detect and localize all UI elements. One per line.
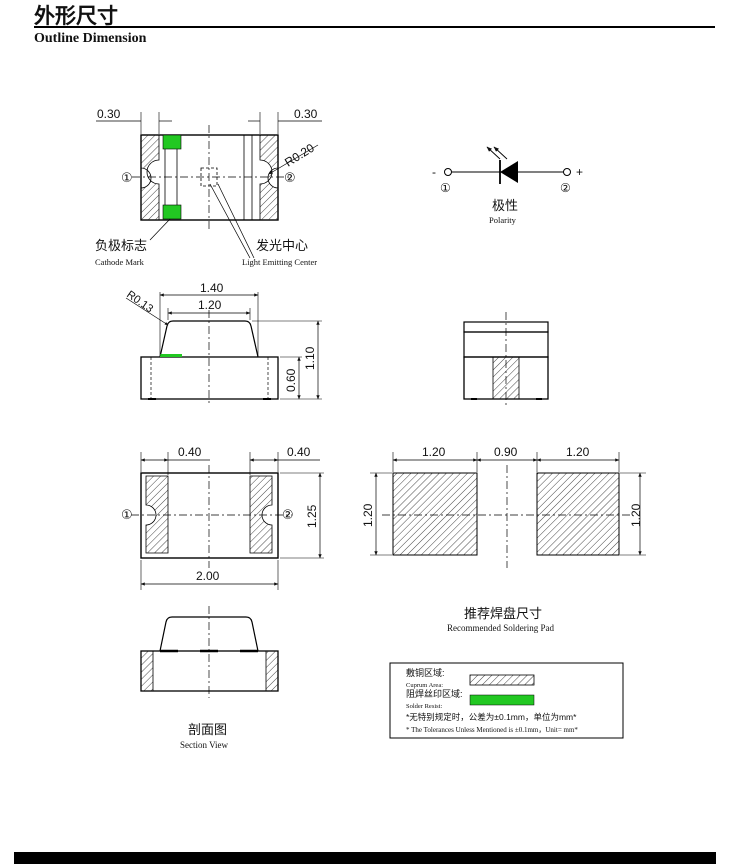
header-rule — [34, 26, 715, 28]
legend-cuprum-cn: 敷铜区域: — [406, 667, 445, 678]
center-label-en: Light Emitting Center — [242, 257, 317, 267]
bottom-dim-height: 1.25 — [305, 504, 319, 528]
legend-box — [389, 662, 624, 739]
bottom-pin1: ① — [121, 507, 133, 522]
bottom-dim-width: 2.00 — [196, 569, 220, 583]
pad-dim-right: 1.20 — [566, 445, 590, 459]
legend-note-en: * The Tolerances Unless Mentioned is ±0.… — [406, 726, 578, 734]
polarity-label-en: Polarity — [489, 215, 517, 225]
pad-label-en: Recommended Soldering Pad — [447, 623, 554, 633]
section-label-en: Section View — [180, 740, 229, 750]
polarity-symbol — [444, 146, 571, 184]
side-dim-base: 0.60 — [284, 368, 298, 392]
pad-dim-gap: 0.90 — [494, 445, 518, 459]
side-radius-label: R0.13 — [124, 289, 155, 316]
side-view — [125, 292, 322, 406]
top-radius-label: R0.20 — [282, 141, 317, 170]
title-cn: 外形尺寸 — [34, 4, 118, 28]
side-dim-inner: 1.20 — [198, 298, 222, 312]
soldering-pad-drawing — [370, 452, 646, 568]
polarity-pin2: ② — [560, 181, 571, 195]
top-view — [96, 112, 322, 259]
pad-dim-h-right: 1.20 — [629, 503, 643, 527]
section-label-cn: 剖面图 — [188, 722, 227, 737]
pad-dim-h-left: 1.20 — [361, 503, 375, 527]
center-label-cn: 发光中心 — [256, 238, 308, 253]
pad-dim-left: 1.20 — [422, 445, 446, 459]
bottom-view — [131, 452, 324, 590]
bottom-dim-right: 0.40 — [287, 445, 311, 459]
section-view — [140, 606, 279, 698]
polarity-plus: + — [576, 165, 583, 179]
legend-cuprum-en: Cuprum Area: — [406, 682, 443, 689]
pad-label-cn: 推荐焊盘尺寸 — [464, 606, 542, 621]
polarity-label-cn: 极性 — [492, 198, 518, 213]
top-dim-right: 0.30 — [294, 107, 318, 121]
legend-resist-en: Solder Resist: — [406, 703, 442, 710]
top-pin2: ② — [284, 170, 296, 185]
cuprum-swatch — [469, 674, 535, 686]
cathode-label-en: Cathode Mark — [95, 257, 145, 267]
bottom-pin2: ② — [282, 507, 294, 522]
title-en: Outline Dimension — [34, 31, 147, 46]
side-dim-total: 1.40 — [200, 281, 224, 295]
legend-resist-cn: 阻焊丝印区域: — [406, 688, 463, 699]
polarity-pin1: ① — [440, 181, 451, 195]
top-dim-left: 0.30 — [97, 107, 121, 121]
legend-note-cn: *无特别规定时，公差为±0.1mm，单位为mm* — [406, 712, 577, 722]
end-view — [463, 312, 549, 406]
bottom-dim-left: 0.40 — [178, 445, 202, 459]
resist-swatch — [469, 694, 535, 706]
top-pin1: ① — [121, 170, 133, 185]
side-dim-height: 1.10 — [303, 346, 317, 370]
cathode-label-cn: 负极标志 — [95, 238, 147, 253]
footer-bar — [14, 852, 716, 864]
polarity-minus: - — [432, 165, 436, 179]
